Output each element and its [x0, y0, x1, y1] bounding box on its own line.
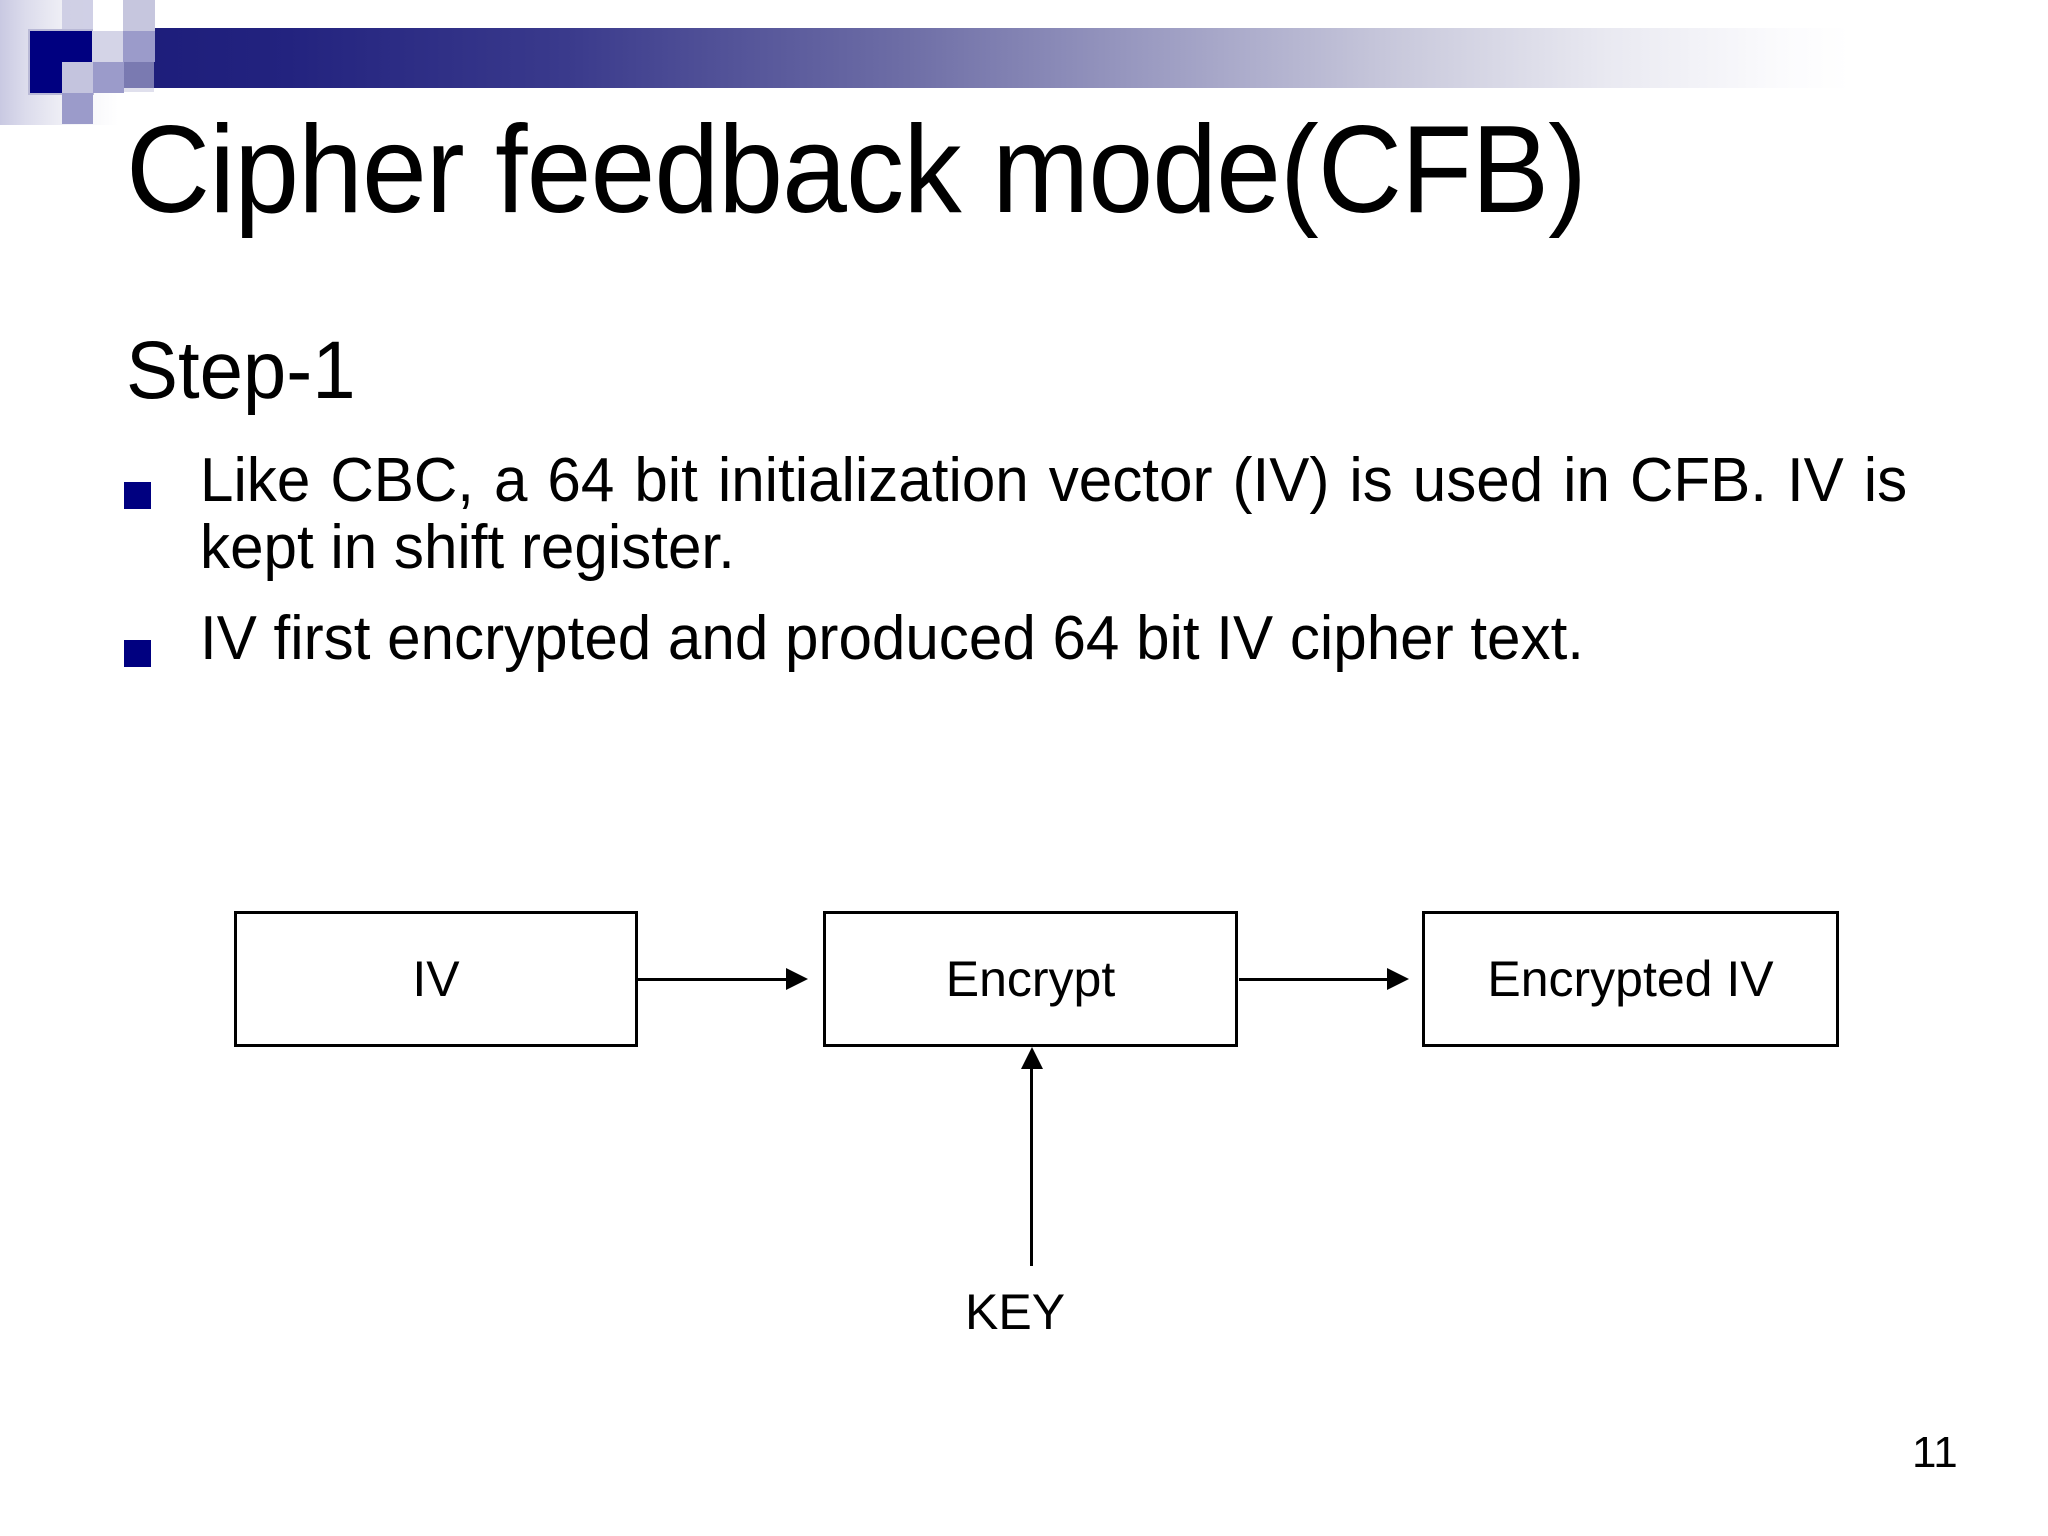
section-heading: Step-1: [126, 325, 356, 416]
mosaic-tile-mid-i: [62, 93, 93, 124]
arrowhead-right-icon: [786, 968, 808, 990]
mosaic-tile-pale-j: [93, 0, 123, 31]
mosaic-tile-mid-f: [123, 31, 155, 62]
mosaic-tile-light-g: [62, 62, 93, 93]
arrowhead-right-icon: [1387, 968, 1409, 990]
header-mosaic-decoration: [0, 0, 470, 125]
header-gradient-band: [115, 28, 1850, 88]
bullet-list: Like CBC, a 64 bit initialization vector…: [118, 446, 1918, 697]
diagram-box-encrypt: Encrypt: [823, 911, 1238, 1047]
bullet-text: Like CBC, a 64 bit initialization vector…: [200, 446, 1908, 582]
mosaic-tile-light-e: [92, 31, 123, 62]
arrow-iv-to-encrypt: [638, 978, 786, 981]
bullet-text: IV first encrypted and produced 64 bit I…: [200, 603, 1584, 673]
arrow-encrypt-to-encrypted-iv: [1239, 978, 1387, 981]
diagram-box-iv: IV: [234, 911, 638, 1047]
bullet-square-icon: [124, 482, 151, 509]
mosaic-tile-pale-d: [123, 0, 155, 31]
list-item: IV first encrypted and produced 64 bit I…: [118, 603, 1918, 673]
slide-title: Cipher feedback mode(CFB): [126, 101, 1587, 239]
bullet-square-icon: [124, 639, 151, 667]
diagram-label-key: KEY: [965, 1284, 1066, 1340]
arrow-key-to-encrypt: [1030, 1063, 1033, 1266]
diagram-box-encrypted-iv: Encrypted IV: [1422, 911, 1839, 1047]
mosaic-tile-mid-h: [93, 62, 124, 93]
page-number: 11: [1912, 1428, 1958, 1477]
arrowhead-up-icon: [1021, 1047, 1043, 1069]
list-item: Like CBC, a 64 bit initialization vector…: [118, 446, 1918, 582]
